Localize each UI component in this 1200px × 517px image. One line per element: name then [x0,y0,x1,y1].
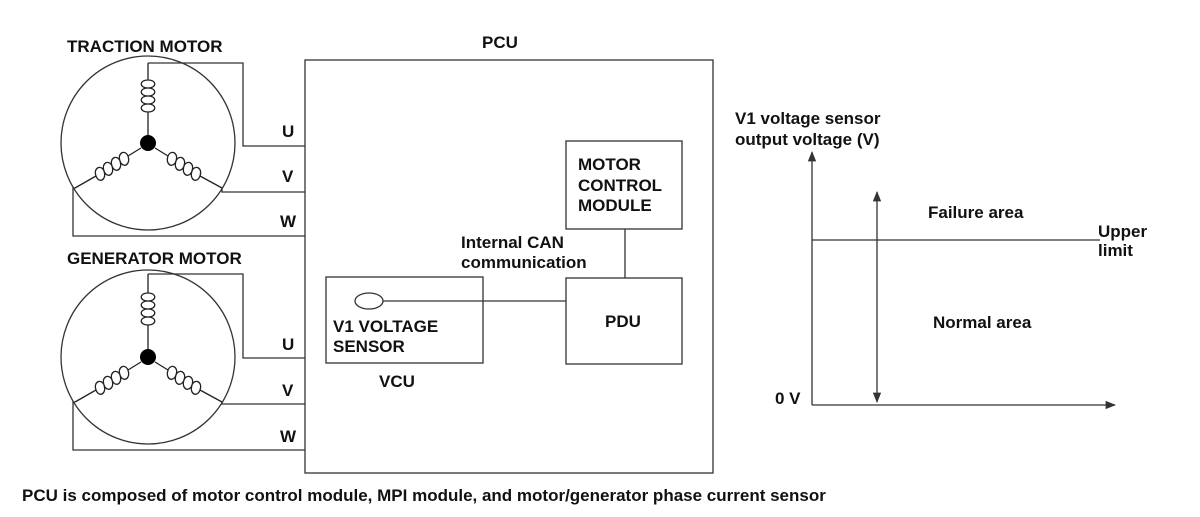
generator-motor-v-label: V [282,381,294,400]
pdu-box [565,277,683,365]
v1-sensor-line1: V1 VOLTAGE [333,317,438,336]
generator-motor-title: GENERATOR MOTOR [67,249,242,268]
generator-motor-wire-w [72,401,305,451]
generator-motor-coil-u [140,274,156,349]
motor-control-module-line1: MOTOR [578,155,641,174]
generator-motor-coil-w [74,361,142,403]
motor-control-module-line3: MODULE [578,196,652,215]
vcu-box [325,276,484,364]
pcu-block: PCU MOTOR CONTROL MODULE Internal CAN co… [304,33,714,474]
generator-motor-w-label: W [280,427,297,446]
vcu-label: VCU [379,372,415,391]
upper-limit-line2: limit [1098,241,1133,260]
motor-control-module-line2: CONTROL [578,176,662,195]
traction-motor-title: TRACTION MOTOR [67,37,223,56]
generator-motor-wire-u [148,273,305,359]
generator-motor-neutral-point [140,349,156,365]
traction-motor-v-label: V [282,167,294,186]
traction-motor-wire-v [221,188,305,193]
traction-motor-coil-v [154,147,223,189]
v1-sensor-line2: SENSOR [333,337,405,356]
zero-volt-label: 0 V [775,389,801,408]
traction-motor-neutral-point [140,135,156,151]
traction-motor: TRACTION MOTOR U V W [60,37,305,237]
generator-motor-coil-v [154,361,223,403]
caption: PCU is composed of motor control module,… [22,486,826,505]
failure-area-label: Failure area [928,203,1024,222]
upper-limit-line1: Upper [1098,222,1148,241]
traction-motor-coil-w [74,147,142,189]
normal-area-label: Normal area [933,313,1032,332]
graph-ylabel-line1: V1 voltage sensor [735,109,881,128]
generator-motor-wire-v [221,402,305,405]
generator-motor: GENERATOR MOTOR U V W [60,249,305,451]
traction-motor-w-label: W [280,212,297,231]
generator-motor-u-label: U [282,335,294,354]
can-label-line1: Internal CAN [461,233,564,252]
can-label-line2: communication [461,253,587,272]
voltage-graph: V1 voltage sensor output voltage (V) Upp… [735,109,1148,410]
graph-ylabel-line2: output voltage (V) [735,130,879,149]
traction-motor-wire-u [148,62,305,147]
pcu-outline [304,59,714,474]
motor-control-module-box [565,140,683,230]
traction-motor-coil-u [140,63,156,135]
pcu-title: PCU [482,33,518,52]
pdu-label: PDU [605,312,641,331]
traction-motor-wire-w [72,187,305,237]
traction-motor-u-label: U [282,122,294,141]
v1-sensor-icon [354,292,384,310]
